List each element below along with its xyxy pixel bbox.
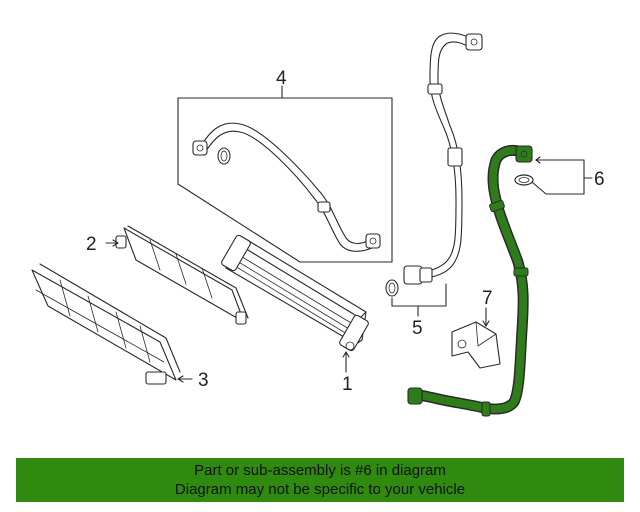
callout-3: 3 (198, 370, 209, 391)
callout-4: 4 (276, 68, 287, 89)
part-5-tube (385, 32, 483, 315)
callout-6: 6 (594, 169, 605, 190)
part-4-tube (199, 122, 371, 245)
callout-2: 2 (86, 234, 97, 255)
part-1-oil-cooler (221, 234, 369, 373)
banner-line-part: Part or sub-assembly is #6 in diagram (194, 462, 446, 479)
part-5-o-ring (385, 279, 399, 297)
part-6-hose-highlighted (407, 144, 593, 417)
callout-7: 7 (482, 288, 493, 309)
part-4-frame (177, 97, 393, 263)
part-2-bracket (105, 225, 249, 325)
part-4-hose-assembly (177, 91, 393, 263)
info-banner: Part or sub-assembly is #6 in diagram Di… (16, 458, 624, 502)
part-6-hose (410, 146, 528, 414)
part-6-o-ring (514, 174, 534, 186)
callout-1: 1 (342, 374, 353, 395)
part-3-shield (31, 263, 193, 385)
banner-line-disclaimer: Diagram may not be specific to your vehi… (174, 481, 466, 498)
part-7-bracket (451, 307, 501, 369)
callout-5: 5 (412, 318, 423, 339)
part-4-o-ring (217, 147, 231, 165)
